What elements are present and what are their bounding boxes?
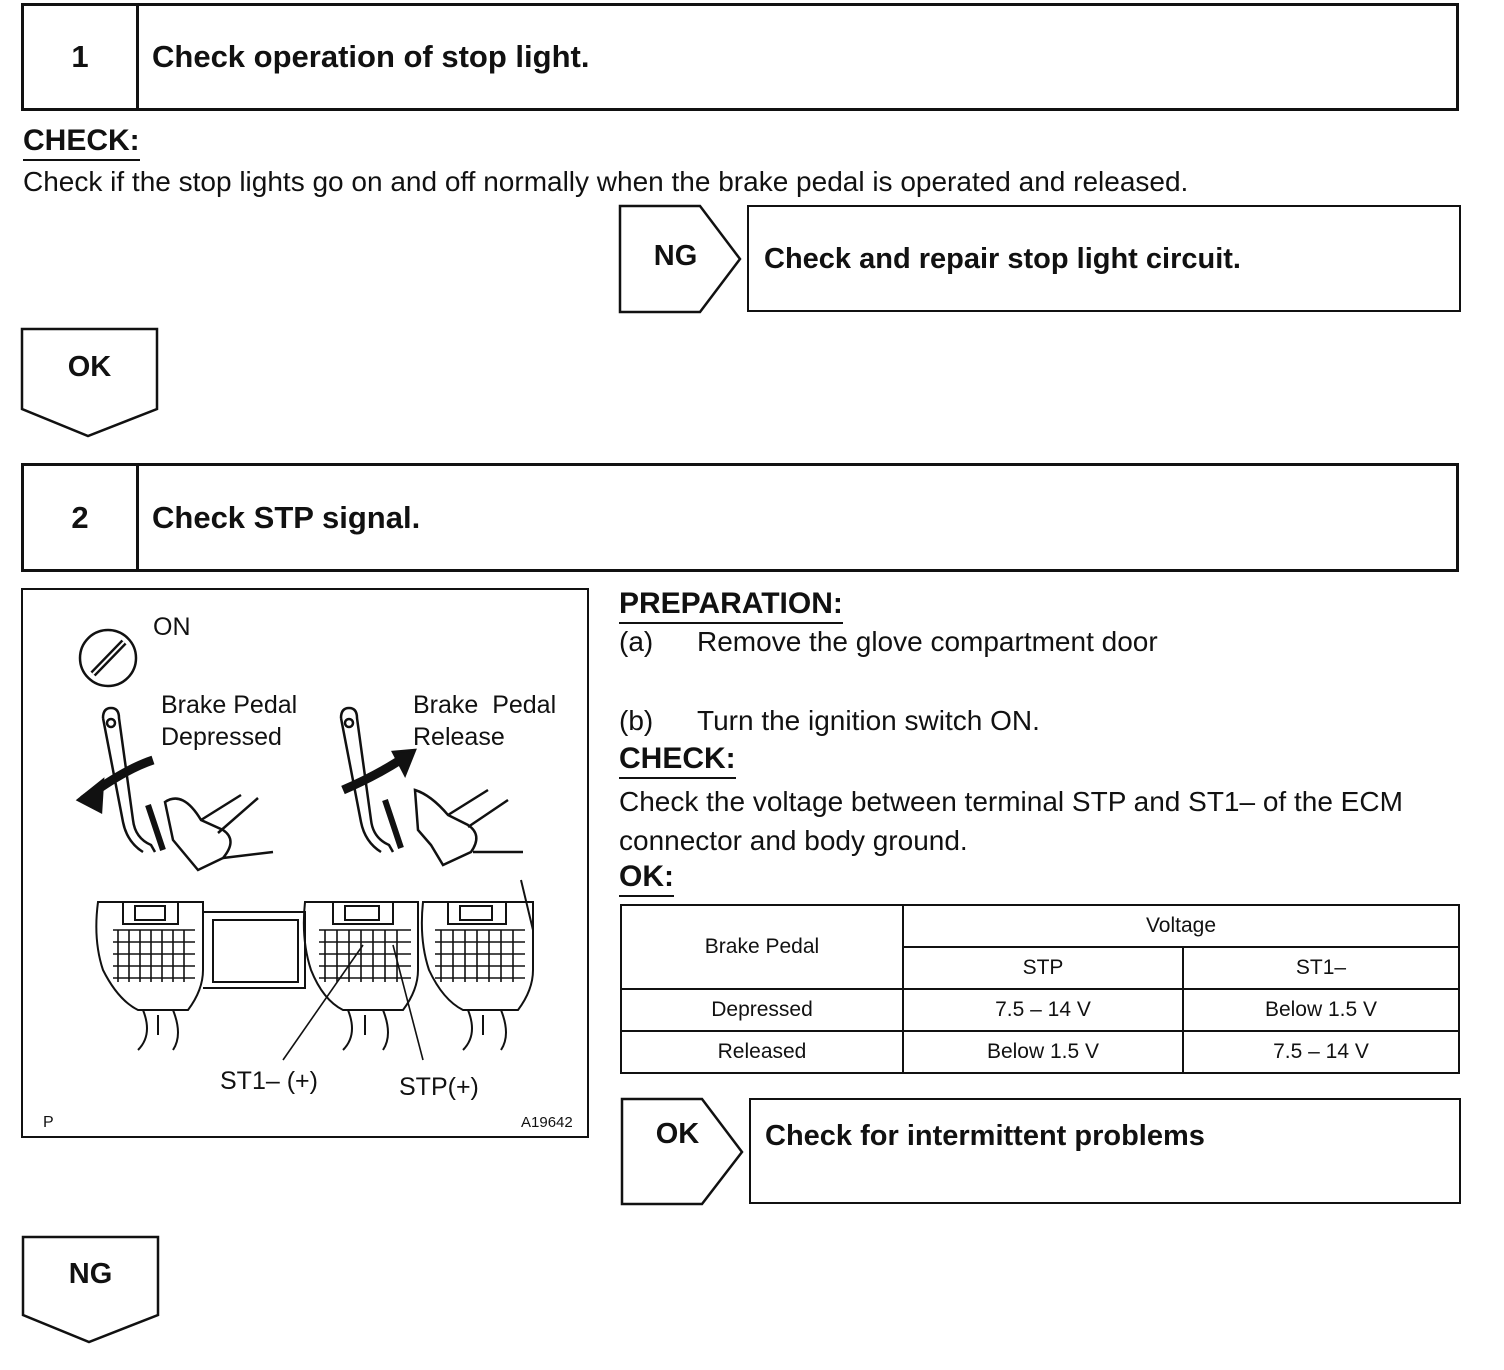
pedal-depressed-label-1: Brake Pedal [161,691,298,719]
brake-pedal-depressed-icon [75,706,274,872]
table-row: Depressed 7.5 – 14 V Below 1.5 V [620,988,1460,1032]
table-header-stp: STP [902,946,1184,990]
ok-label: OK [67,351,112,383]
table-row: Released Below 1.5 V 7.5 – 14 V [620,1030,1460,1074]
check-heading: CHECK: [619,742,736,779]
pedal-release-label-2: Release [413,723,505,751]
prep-b-label: (b) [619,705,654,736]
check-text: Check the voltage between terminal STP a… [619,786,1403,856]
prep-b-text: Turn the ignition switch ON. [697,705,1040,736]
step-number: 1 [24,6,139,108]
prep-a-label: (a) [619,626,654,657]
ok-action-text: Check for intermittent problems [765,1120,1205,1152]
check-text: Check if the stop lights go on and off n… [23,166,1189,197]
table-header-voltage: Voltage [902,904,1460,948]
ok-action-box: Check for intermittent problems [749,1098,1461,1204]
figure-corner-p: P [43,1114,54,1131]
voltage-spec-table: Brake Pedal Voltage STP ST1– Depressed 7… [620,904,1460,1074]
ok-label: OK [655,1118,700,1150]
row-stp-value: 7.5 – 14 V [902,988,1184,1032]
step-2-header: 2 Check STP signal. [21,463,1459,572]
ok-arrow-tag [620,1097,744,1206]
table-header-brake-pedal: Brake Pedal [620,904,904,990]
ng-arrow-tag [618,204,742,314]
ok-down-arrow-tag [20,327,159,438]
preparation-heading: PREPARATION: [619,587,843,624]
step-number: 2 [24,466,139,569]
figure-illustration [75,628,534,1061]
row-stp-value: Below 1.5 V [902,1030,1184,1074]
table-header-st1: ST1– [1182,946,1460,990]
brake-pedal-release-icon [339,706,523,867]
pedal-depressed-label-2: Depressed [161,723,282,751]
ng-action-text: Check and repair stop light circuit. [764,243,1241,275]
ng-label: NG [653,240,698,272]
check-heading: CHECK: [23,124,140,161]
ecm-connector-figure: ON Brake Pedal Depressed Brake Pedal Rel… [21,588,589,1138]
row-st1-value: 7.5 – 14 V [1182,1030,1460,1074]
ignition-switch-icon [78,628,138,688]
ignition-on-label: ON [153,613,191,641]
step-1-header: 1 Check operation of stop light. [21,3,1459,111]
ng-action-box: Check and repair stop light circuit. [747,205,1461,312]
row-label: Released [620,1030,904,1074]
step-title: Check operation of stop light. [152,39,590,74]
pedal-release-label-1: Brake Pedal [413,691,557,719]
ecm-connectors-icon [95,879,534,1061]
stp-terminal-label: STP(+) [399,1073,479,1101]
ng-down-arrow-tag [21,1235,160,1344]
step-title: Check STP signal. [152,499,421,535]
st1-terminal-label: ST1– (+) [220,1067,318,1095]
ok-heading: OK: [619,860,674,897]
row-st1-value: Below 1.5 V [1182,988,1460,1032]
ng-label: NG [68,1258,113,1290]
figure-id: A19642 [521,1114,573,1131]
row-label: Depressed [620,988,904,1032]
prep-a-text: Remove the glove compartment door [697,626,1158,657]
